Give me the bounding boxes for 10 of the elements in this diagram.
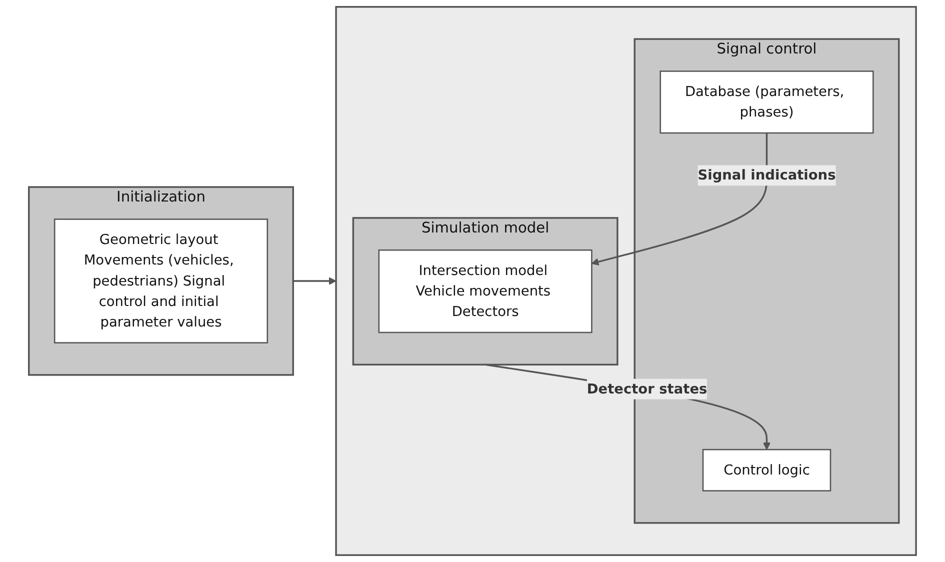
edge-label: Detector states <box>586 380 708 397</box>
edge-label: Signal indications <box>698 166 836 184</box>
arrow <box>293 277 336 285</box>
node-box: Control logic <box>702 448 832 492</box>
node-box: Geometric layout Movements (vehicles, pedestrians) Signal control and initial parameter values <box>54 218 268 344</box>
cluster <box>335 6 917 556</box>
node-box: Intersection model Vehicle movements Detectors <box>378 249 592 334</box>
arrow <box>591 133 768 266</box>
arrow <box>485 364 771 450</box>
node-box: Database (parameters, phases) <box>660 70 874 134</box>
